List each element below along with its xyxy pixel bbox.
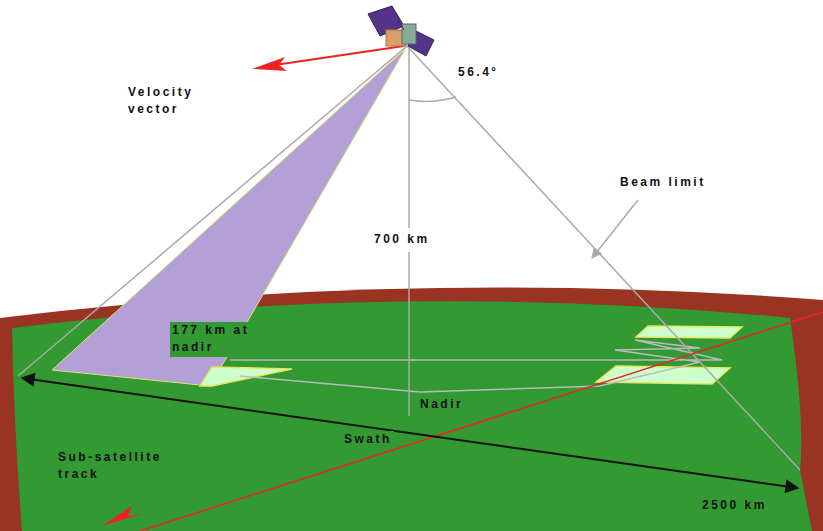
beam-limit-line <box>18 46 407 376</box>
velocity-arrow <box>268 46 404 66</box>
nadir-line <box>408 48 410 228</box>
swath-arrow <box>22 378 798 488</box>
beam-limit-line <box>407 46 800 470</box>
satellite <box>368 6 434 56</box>
label: Sub-satellite track <box>56 449 188 484</box>
nadir-line <box>408 252 410 416</box>
label: 700 km <box>372 231 432 248</box>
radar-beam <box>52 48 406 386</box>
footprint <box>596 366 730 384</box>
velocity-arrowhead <box>252 57 287 71</box>
sub-satellite-track <box>140 312 823 531</box>
track-arrowhead <box>102 506 142 526</box>
label: Nadir <box>418 396 465 413</box>
scan-path <box>230 340 722 392</box>
label: 2500 km <box>700 497 769 514</box>
label: 56.4° <box>456 64 501 81</box>
label: Swath <box>342 431 394 448</box>
angle-arc <box>409 97 456 101</box>
label: Velocity vector <box>126 84 240 119</box>
label: Beam limit <box>618 174 708 191</box>
footprint <box>636 326 742 338</box>
label: 177 km at nadir <box>170 322 256 357</box>
leader-line <box>592 200 638 258</box>
